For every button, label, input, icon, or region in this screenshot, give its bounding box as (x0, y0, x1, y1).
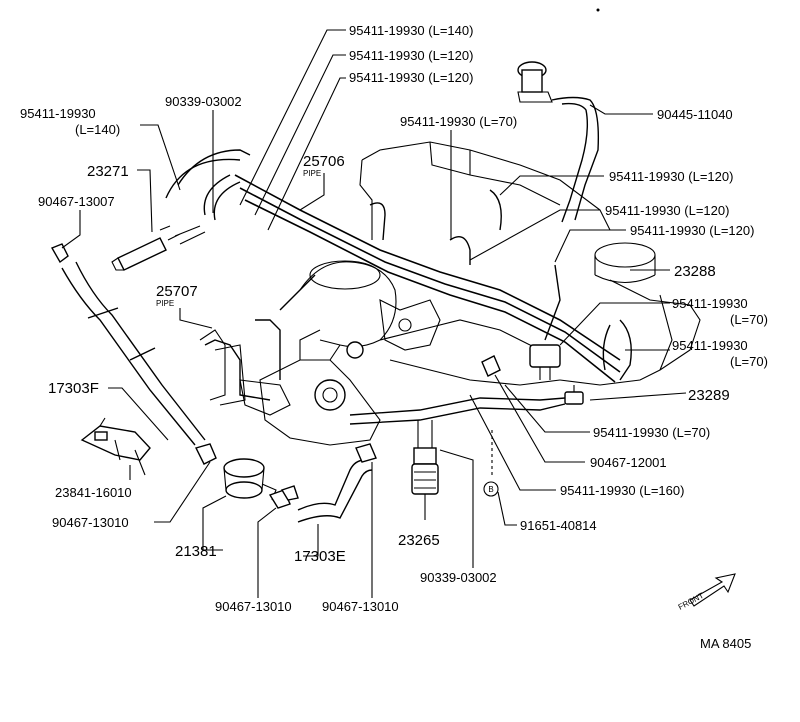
bracket-23841-16010[interactable] (80, 417, 151, 476)
clip-90467-13010-c-part[interactable] (355, 443, 377, 463)
label-hose-l120-b[interactable]: 95411-19930 (L=120) (349, 70, 473, 85)
label-hose-17303e[interactable]: 17303E (294, 548, 346, 565)
vacuum-hoses (61, 149, 632, 523)
label-pipe-25707-word: PIPE (156, 299, 174, 308)
label-hose-l120-right-b[interactable]: 95411-19930 (L=120) (605, 203, 729, 218)
label-filter-21381[interactable]: 21381 (175, 543, 217, 560)
label-hose-l70-bottom[interactable]: 95411-19930 (L=70) (593, 425, 710, 440)
clip-90467-13010-a-part[interactable] (194, 443, 217, 465)
part-labels: 95411-19930 (L=140) 95411-19930 (L=120) … (20, 23, 768, 651)
switch-23265[interactable] (411, 420, 439, 505)
label-hose-l120-a[interactable]: 95411-19930 (L=120) (349, 48, 473, 63)
label-hose-l140-left-len: (L=140) (75, 122, 120, 137)
label-hose-l70-right-a-len: (L=70) (730, 312, 768, 327)
clip-90467-13010-b-part[interactable] (268, 485, 299, 509)
label-bolt-91651[interactable]: 91651-40814 (520, 518, 597, 533)
label-clip-90467-13010-a[interactable]: 90467-13010 (52, 515, 129, 530)
label-hose-l70-right-b-num[interactable]: 95411-19930 (672, 338, 748, 353)
label-bolt-90339-bottom[interactable]: 90339-03002 (420, 570, 497, 585)
front-arrow: FRONT (677, 573, 736, 612)
bolt-91651-40814-part[interactable]: B (483, 430, 499, 497)
label-bolt-90339-top[interactable]: 90339-03002 (165, 94, 242, 109)
label-part-23288[interactable]: 23288 (674, 263, 716, 280)
corner-dot (596, 8, 600, 12)
sensor-23271[interactable] (111, 225, 206, 271)
label-hose-l70-right-a-num[interactable]: 95411-19930 (672, 296, 748, 311)
clip-90467-13007[interactable] (50, 243, 69, 264)
label-clip-90467-13010-c[interactable]: 90467-13010 (322, 599, 399, 614)
label-hose-l140-top[interactable]: 95411-19930 (L=140) (349, 23, 473, 38)
label-part-23289[interactable]: 23289 (688, 387, 730, 404)
label-clip-90467-13010-b[interactable]: 90467-13010 (215, 599, 292, 614)
label-hose-l160[interactable]: 95411-19930 (L=160) (560, 483, 684, 498)
circle-b-label: B (488, 485, 493, 494)
label-hose-l70-top[interactable]: 95411-19930 (L=70) (400, 114, 517, 129)
label-hose-17303f[interactable]: 17303F (48, 380, 99, 397)
label-bracket-23841[interactable]: 23841-16010 (55, 485, 132, 500)
label-pipe-25707[interactable]: 25707 (156, 283, 198, 300)
label-sensor-23271[interactable]: 23271 (87, 163, 129, 180)
label-clip-90467-12001[interactable]: 90467-12001 (590, 455, 667, 470)
engine-assembly (199, 61, 701, 446)
leader-lines (61, 29, 687, 598)
clip-90467-12001-part[interactable] (481, 355, 501, 377)
filter-21381[interactable] (223, 458, 277, 501)
label-pipe-25706-word: PIPE (303, 169, 321, 178)
label-hose-l70-right-b-len: (L=70) (730, 354, 768, 369)
label-ref-code: MA 8405 (700, 636, 751, 651)
components: B FRONT (50, 225, 736, 612)
label-clip-90467-13007[interactable]: 90467-13007 (38, 194, 115, 209)
label-hose-l120-right-a[interactable]: 95411-19930 (L=120) (609, 169, 733, 184)
label-clip-90445[interactable]: 90445-11040 (657, 107, 733, 122)
label-pipe-25706[interactable]: 25706 (303, 153, 345, 170)
label-hose-l120-right-c[interactable]: 95411-19930 (L=120) (630, 223, 754, 238)
label-switch-23265[interactable]: 23265 (398, 532, 440, 549)
label-hose-l140-left-num[interactable]: 95411-19930 (20, 106, 96, 121)
